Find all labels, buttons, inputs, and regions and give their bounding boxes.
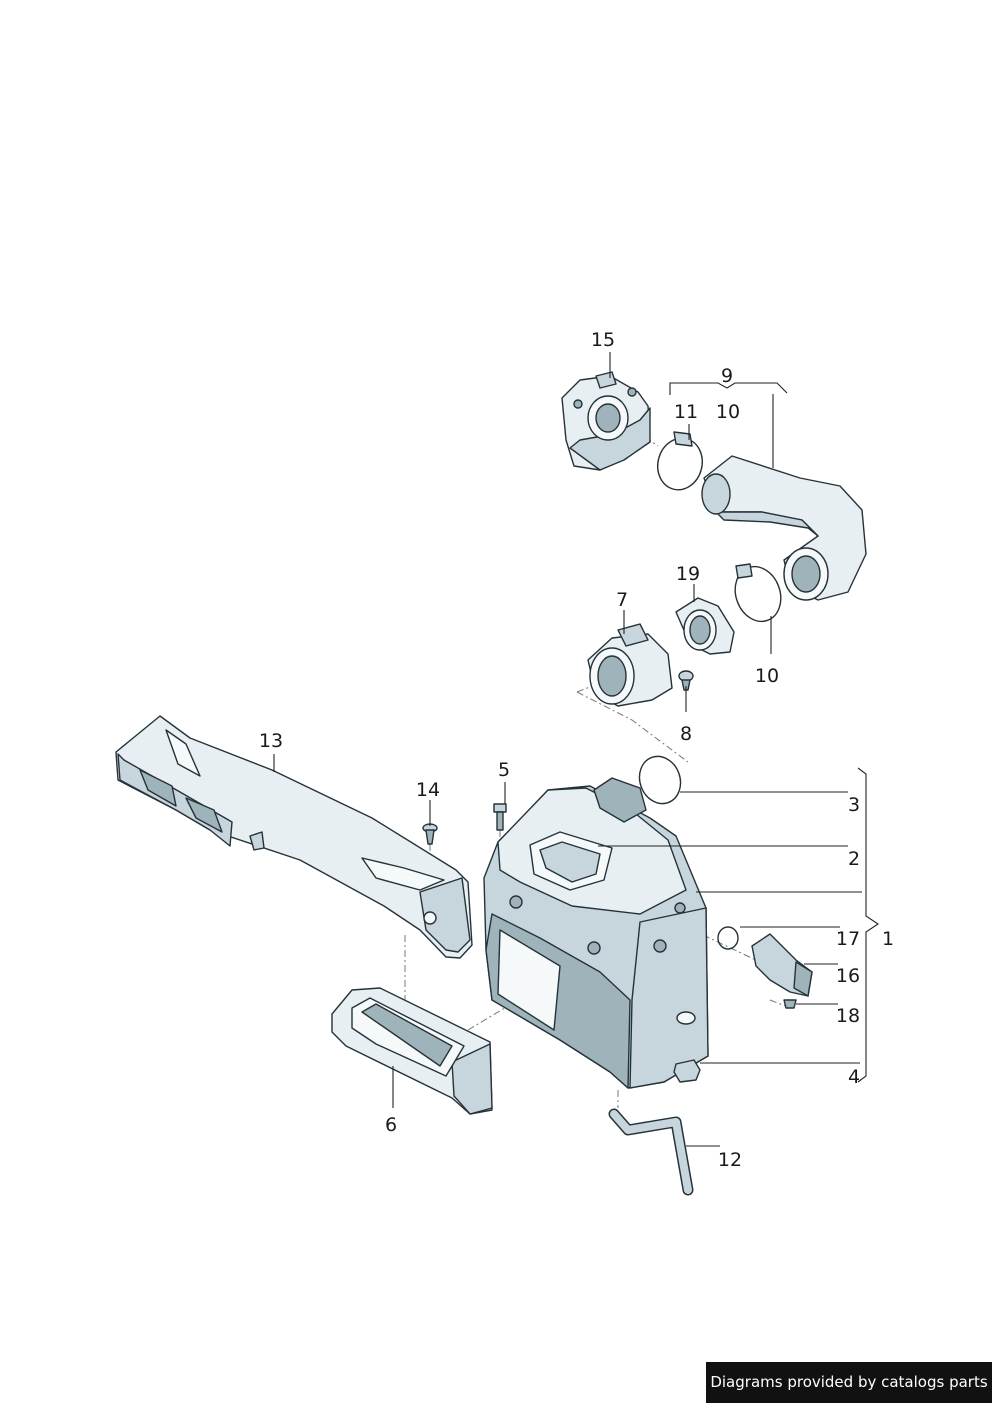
- label-19: 19: [676, 563, 700, 585]
- label-4: 4: [848, 1066, 860, 1088]
- bolt-5: [493, 803, 507, 831]
- screw-14: [422, 823, 438, 845]
- o-ring-17: [717, 926, 739, 950]
- duct-connector-6: [331, 987, 493, 1115]
- label-3: 3: [848, 794, 860, 816]
- screw-8: [678, 670, 694, 691]
- sensor-16: [751, 933, 813, 997]
- adapter-sleeve-19: [675, 597, 735, 655]
- part-labels: 15 9 11 10 19 7 10 8 13 5 14 3 2 17 1 16…: [259, 329, 894, 1171]
- label-5: 5: [498, 759, 510, 781]
- label-12: 12: [718, 1149, 742, 1171]
- label-7: 7: [616, 589, 628, 611]
- label-6: 6: [385, 1114, 397, 1136]
- intake-hose-9: [701, 455, 867, 601]
- air-mass-meter-7: [587, 623, 673, 707]
- label-10-top: 10: [716, 401, 740, 423]
- leader-lines: [273, 352, 879, 1147]
- label-15: 15: [591, 329, 615, 351]
- air-filter-housing-1: [483, 777, 709, 1089]
- label-11: 11: [674, 401, 698, 423]
- label-16: 16: [836, 965, 860, 987]
- label-8: 8: [680, 723, 692, 745]
- label-17: 17: [836, 928, 860, 950]
- footer-credit: Diagrams provided by catalogs parts: [706, 1362, 992, 1403]
- label-13: 13: [259, 730, 283, 752]
- seal-ring-3: [638, 755, 682, 805]
- label-1: 1: [882, 928, 894, 950]
- label-14: 14: [416, 779, 440, 801]
- label-10-bottom: 10: [755, 665, 779, 687]
- air-intake-duct-13: [115, 715, 473, 959]
- label-9: 9: [721, 365, 733, 387]
- nut-4: [673, 1059, 701, 1083]
- label-18: 18: [836, 1005, 860, 1027]
- screw-18: [783, 999, 797, 1009]
- label-2: 2: [848, 848, 860, 870]
- connector-housing-15: [561, 371, 651, 471]
